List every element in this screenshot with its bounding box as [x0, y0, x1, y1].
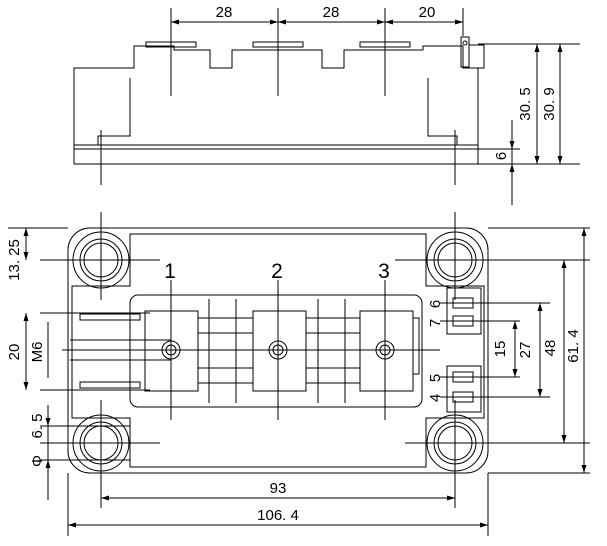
- side-aux-pin-body: [469, 44, 485, 69]
- terminal-number-1: 1: [164, 260, 176, 283]
- terminal-pad-2: [252, 310, 307, 392]
- arrow: [68, 522, 76, 528]
- aux-pin-label-6: 6: [427, 300, 444, 308]
- arrow: [557, 156, 563, 164]
- dim-label-27: 27: [517, 342, 534, 359]
- side-view: 28 28 20 30. 5 30. 9 6: [73, 4, 580, 205]
- arrow: [561, 260, 567, 268]
- aux-pin-label-5: 5: [427, 374, 444, 382]
- plan-inner-outline: [71, 233, 485, 468]
- arrow: [534, 156, 540, 164]
- dim-label-30-5: 30. 5: [517, 87, 534, 120]
- arrow: [581, 228, 587, 236]
- arrow: [23, 382, 29, 390]
- arrow: [455, 19, 463, 25]
- dim-label-30-9: 30. 9: [541, 87, 558, 120]
- arrow: [23, 228, 29, 236]
- dim-label-28b: 28: [323, 4, 340, 21]
- busbar-segment: [305, 317, 361, 334]
- arrow: [537, 303, 543, 311]
- arrow: [557, 44, 563, 52]
- dim-label-m6: M6: [29, 342, 46, 363]
- arrow: [23, 252, 29, 260]
- aux-pin-label-7: 7: [427, 319, 444, 327]
- side-ear-right: [427, 78, 458, 145]
- dim-label-20: 20: [6, 344, 23, 361]
- left-notch-lower: [79, 381, 141, 389]
- terminal-number-2: 2: [271, 260, 283, 283]
- arrow: [509, 164, 515, 172]
- arrow: [509, 141, 515, 149]
- arrow: [537, 389, 543, 397]
- side-ear-left: [97, 78, 131, 145]
- arrow: [581, 465, 587, 473]
- busbar-segment: [305, 367, 361, 384]
- dim-label-13-25: 13. 25: [6, 239, 23, 281]
- dim-label-48: 48: [542, 340, 559, 357]
- side-aux-pin: [460, 36, 470, 68]
- arrow: [101, 495, 109, 501]
- side-aux-pin-hole: [462, 40, 468, 46]
- arrow: [447, 495, 455, 501]
- terminal-pad-3: [359, 310, 414, 392]
- side-clip: [412, 317, 420, 375]
- arrow: [270, 19, 278, 25]
- arrow: [512, 369, 518, 377]
- busbar-segment: [197, 367, 254, 384]
- arrow: [512, 321, 518, 329]
- dim-label-61-4: 61. 4: [565, 329, 582, 362]
- dim-label-6-5: 6. 5: [29, 413, 46, 438]
- arrow: [45, 418, 51, 426]
- arrow: [561, 435, 567, 443]
- dim-label-15: 15: [492, 341, 509, 358]
- aux-pin-label-4: 4: [427, 394, 444, 402]
- dim-label-106-4: 106. 4: [257, 507, 299, 524]
- dim-label-20: 20: [419, 4, 436, 21]
- terminal-area: [129, 294, 423, 408]
- side-body-outline: [73, 45, 479, 146]
- diameter-symbol: Φ: [29, 455, 46, 467]
- aux-connector-upper: [446, 287, 482, 335]
- terminal-number-3: 3: [378, 260, 390, 283]
- arrow: [480, 522, 488, 528]
- arrow: [385, 19, 393, 25]
- dim-label-28a: 28: [216, 4, 233, 21]
- arrow: [534, 44, 540, 52]
- arrow: [23, 313, 29, 321]
- busbar-segment: [197, 317, 254, 334]
- left-notch-upper: [79, 313, 141, 321]
- dim-label-93: 93: [270, 480, 287, 497]
- arrow: [45, 460, 51, 468]
- arrow: [171, 19, 179, 25]
- arrow: [377, 19, 385, 25]
- dim-label-6: 6: [493, 152, 510, 160]
- plan-view: 1 2 3 6 7 5 4 13. 25 20 M6 6. 5 Φ 15 27: [6, 212, 590, 536]
- aux-connector-lower: [446, 365, 482, 413]
- arrow: [278, 19, 286, 25]
